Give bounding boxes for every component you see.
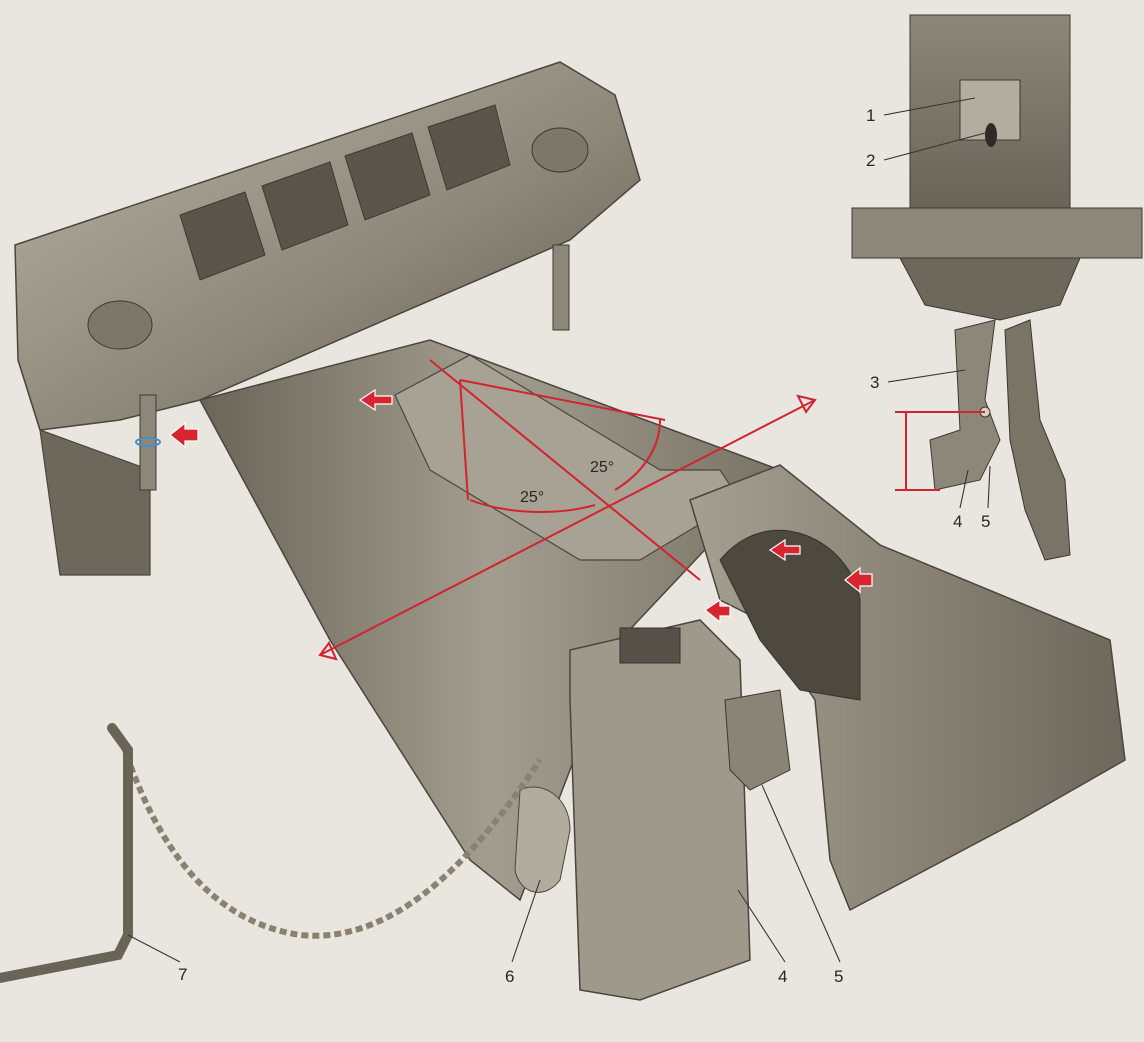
- callout-1: 1: [866, 106, 875, 125]
- leader-7: [127, 934, 181, 963]
- knuckle-slot: [619, 627, 681, 664]
- axis-line-main: [319, 399, 816, 656]
- leader-6: [511, 879, 541, 963]
- callout-4-main: 4: [778, 967, 787, 986]
- inset-yoke-section: [899, 257, 1081, 321]
- callout-5-inset: 5: [981, 512, 990, 531]
- leader-4-main: [737, 889, 786, 963]
- yoke-side-plate: [17, 359, 151, 576]
- lever-bracket: [514, 786, 571, 893]
- angle-label-right: 25°: [590, 459, 614, 476]
- angle-arc-right: [614, 419, 661, 491]
- leader-3: [887, 369, 966, 383]
- arrowhead-upper-right: [796, 394, 817, 414]
- leader-1: [883, 97, 976, 116]
- inset-crossbar: [851, 207, 1143, 259]
- swing-line-left: [459, 379, 469, 501]
- knuckle-face: [569, 619, 751, 1001]
- arrowhead-lower-left: [318, 641, 338, 661]
- force-arrow-3: [703, 598, 731, 624]
- force-arrow-2: [169, 421, 199, 449]
- swing-line-right: [459, 379, 666, 421]
- swing-line-center: [429, 359, 701, 581]
- yoke-bolts: [87, 127, 589, 350]
- callout-6: 6: [505, 967, 514, 986]
- angle-annotations: 25° 25°: [169, 359, 873, 661]
- inset-knuckle: [1004, 319, 1071, 561]
- yoke-pin-left: [139, 394, 157, 491]
- force-arrow-1: [358, 388, 393, 412]
- inset-pin: [985, 123, 997, 147]
- yoke-windows: [179, 104, 511, 281]
- pin-ring: [135, 437, 161, 447]
- callouts: 1 2 3 4 5 4 5 6 7: [127, 97, 991, 986]
- callout-2: 2: [866, 151, 875, 170]
- angle-arc-left: [469, 499, 596, 513]
- leader-5-main: [761, 784, 841, 963]
- callout-3: 3: [870, 373, 879, 392]
- uncoupling-rod: [0, 723, 133, 983]
- leader-5-inset: [987, 465, 991, 509]
- detail-inset: [851, 14, 1143, 561]
- yoke-pin-right: [552, 244, 570, 331]
- leader-2: [883, 132, 986, 161]
- callout-7: 7: [178, 965, 187, 984]
- lock-block: [724, 689, 791, 791]
- coupler-assembly: [14, 61, 1126, 1001]
- leader-4-inset: [959, 469, 969, 509]
- callout-5-main: 5: [834, 967, 843, 986]
- force-arrow-4: [768, 538, 801, 562]
- force-arrow-5: [844, 566, 873, 594]
- angle-label-left: 25°: [520, 489, 544, 506]
- inset-lock-lever: [929, 319, 1001, 491]
- jaw-cavity: [719, 529, 861, 701]
- callout-4-inset: 4: [953, 512, 962, 531]
